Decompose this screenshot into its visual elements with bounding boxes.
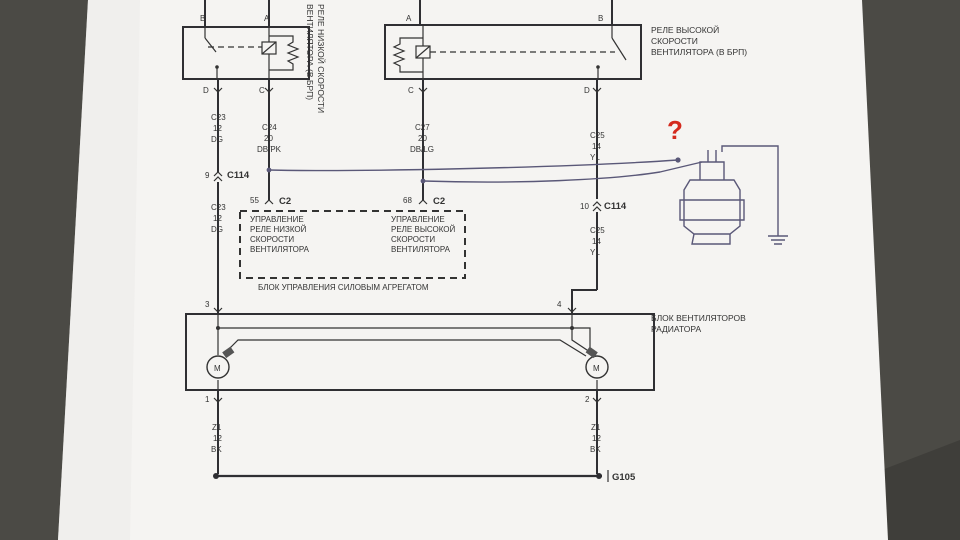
svg-text:C23: C23 [211,113,226,122]
fan-block: 3 4 1 2 M M [185,300,655,404]
svg-text:C25: C25 [590,131,605,140]
wire-label-z1-right: Z1 12 BK [590,423,601,454]
svg-text:Z1: Z1 [212,423,222,432]
svg-text:C25: C25 [590,226,605,235]
svg-text:12: 12 [213,434,222,443]
relay-low-label: РЕЛЕ НИЗКОЙ СКОРОСТИ ВЕНТИЛЯТОРА (В БРП) [305,4,327,113]
c2-low-label: C2 [279,196,291,207]
wire-label-z1-left: Z1 12 BK [211,423,222,454]
ground-label: G105 [612,472,636,483]
svg-text:РЕЛЕ ВЫСОКОЙ: РЕЛЕ ВЫСОКОЙ [651,24,719,35]
svg-text:СКОРОСТИ: СКОРОСТИ [651,36,698,46]
motor-left-icon [206,355,230,379]
svg-text:YL: YL [590,248,600,257]
svg-text:ВЕНТИЛЯТОРА: ВЕНТИЛЯТОРА [391,245,451,254]
relay-high-pin-c: C [408,86,414,95]
relay-high-pin-a: A [406,14,412,23]
svg-text:12: 12 [213,214,222,223]
relay-high-label: РЕЛЕ ВЫСОКОЙ СКОРОСТИ ВЕНТИЛЯТОРА (В БРП… [651,24,747,57]
pcm-block: УПРАВЛЕНИЕ РЕЛЕ НИЗКОЙ СКОРОСТИ ВЕНТИЛЯТ… [239,210,466,292]
svg-text:C24: C24 [262,123,277,132]
pcm-title: БЛОК УПРАВЛЕНИЯ СИЛОВЫМ АГРЕГАТОМ [258,283,429,292]
svg-text:ВЕНТИЛЯТОРА: ВЕНТИЛЯТОРА [250,245,310,254]
motor-right-label: M [593,364,600,373]
svg-text:ВЕНТИЛЯТОРА (В БРП): ВЕНТИЛЯТОРА (В БРП) [651,47,747,57]
wire-label-c23-lower: C23 12 DG [211,203,226,234]
svg-text:YL: YL [590,153,600,162]
handwritten-sketch [266,145,788,245]
svg-text:20: 20 [264,134,273,143]
svg-text:РАДИАТОРА: РАДИАТОРА [651,324,701,334]
svg-text:BK: BK [211,445,222,454]
svg-text:12: 12 [592,434,601,443]
svg-text:14: 14 [592,142,601,151]
svg-text:DB/PK: DB/PK [257,145,282,154]
c2-low-pin: 55 [250,196,259,205]
svg-text:РЕЛЕ ВЫСОКОЙ: РЕЛЕ ВЫСОКОЙ [391,225,456,234]
svg-text:СКОРОСТИ: СКОРОСТИ [250,235,294,244]
c114-left-label: C114 [227,170,250,181]
fan-pin-4: 4 [557,300,562,309]
relay-low-pin-a: A [264,14,270,23]
paper-shade [58,0,140,540]
svg-text:УПРАВЛЕНИЕ: УПРАВЛЕНИЕ [391,215,445,224]
relay-high-pin-d: D [584,86,590,95]
relay-low-pin-c: C [259,86,265,95]
svg-text:ВЕНТИЛЯТОРА (В БРП): ВЕНТИЛЯТОРА (В БРП) [305,4,315,100]
fan-pin-3: 3 [205,300,210,309]
motor-right-icon [585,355,609,379]
svg-text:20: 20 [418,134,427,143]
fan-pin-2: 2 [585,395,590,404]
c114-right-label: C114 [604,201,627,212]
wire-label-c24: C24 20 DB/PK [257,123,282,154]
svg-text:УПРАВЛЕНИЕ: УПРАВЛЕНИЕ [250,215,304,224]
relay-high-pin-b: B [598,14,603,23]
svg-text:DG: DG [211,135,223,144]
svg-text:DB/LG: DB/LG [410,145,434,154]
svg-text:DG: DG [211,225,223,234]
wire-label-c25-lower: C25 14 YL [590,226,605,257]
svg-text:Z1: Z1 [591,423,601,432]
svg-text:РЕЛЕ НИЗКОЙ СКОРОСТИ: РЕЛЕ НИЗКОЙ СКОРОСТИ [316,4,327,113]
svg-text:РЕЛЕ НИЗКОЙ: РЕЛЕ НИЗКОЙ [250,225,307,234]
c114-left-pin: 9 [205,171,210,180]
question-mark: ? [667,115,683,145]
c114-right-pin: 10 [580,202,589,211]
paper-sheet [58,0,888,540]
svg-text:12: 12 [213,124,222,133]
svg-text:14: 14 [592,237,601,246]
svg-text:СКОРОСТИ: СКОРОСТИ [391,235,435,244]
relay-low-speed: B A D C [182,0,310,95]
svg-text:BK: BK [590,445,601,454]
svg-text:C27: C27 [415,123,430,132]
fan-pin-1: 1 [205,395,210,404]
svg-text:БЛОК ВЕНТИЛЯТОРОВ: БЛОК ВЕНТИЛЯТОРОВ [651,313,746,323]
wire-label-c23-upper: C23 12 DG [211,113,226,144]
c2-high-pin: 68 [403,196,412,205]
fan-block-label: БЛОК ВЕНТИЛЯТОРОВ РАДИАТОРА [651,313,746,334]
relay-low-pin-b: B [200,14,205,23]
c2-high-label: C2 [433,196,445,207]
wire-label-c27: C27 20 DB/LG [410,123,434,154]
svg-text:C23: C23 [211,203,226,212]
relay-high-speed: A B C D [384,0,642,95]
connector-chevrons [213,87,602,403]
wire-label-c25-upper: C25 14 YL [590,131,605,162]
motor-left-label: M [214,364,221,373]
relay-low-pin-d: D [203,86,209,95]
